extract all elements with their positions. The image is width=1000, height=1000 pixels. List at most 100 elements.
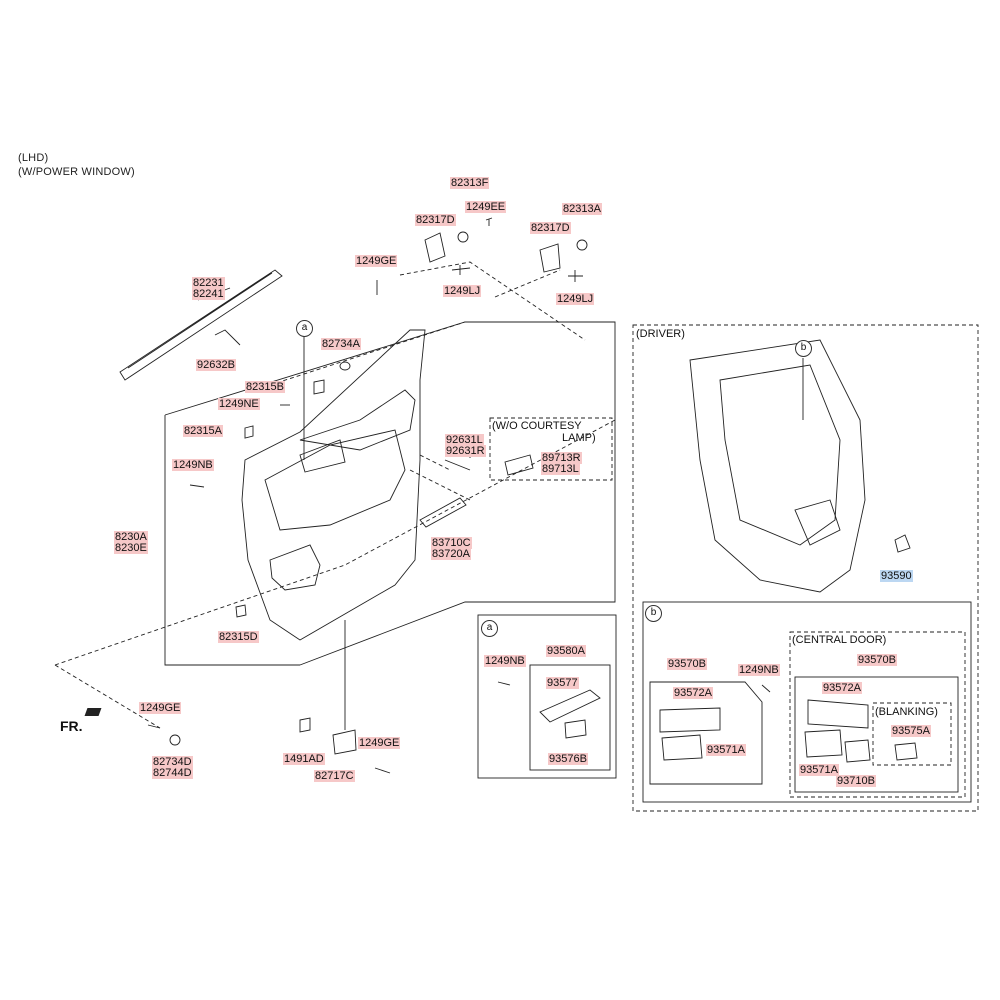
blanking-title: (BLANKING) — [875, 706, 938, 718]
part-label: 1249NB — [738, 664, 780, 676]
part-label: 82315A — [183, 425, 223, 437]
part-label: 1249GE — [355, 255, 398, 267]
part-label: 1249NB — [172, 459, 214, 471]
part-label: 93570B — [667, 658, 707, 670]
retainer-round-right — [576, 239, 588, 251]
callout-a: a — [296, 320, 313, 337]
header-lhd: (LHD) — [18, 152, 49, 164]
box-b-frame — [642, 601, 972, 803]
weather-clip — [214, 329, 241, 346]
switch-bezel-a — [539, 689, 601, 723]
screw-1249NB — [189, 484, 205, 488]
part-label: 82717C — [314, 770, 355, 782]
box-b-central — [789, 631, 966, 798]
screw-bolt-2 — [568, 270, 583, 282]
part-label: 93576B — [548, 753, 588, 765]
driver-pocket — [794, 499, 841, 546]
part-label: 89713R — [541, 452, 582, 464]
part-label: 1249EE — [465, 201, 507, 213]
part-label: 82241 — [192, 288, 225, 300]
central-door-title: (CENTRAL DOOR) — [792, 634, 887, 646]
part-label: 82744D — [152, 767, 193, 779]
part-label: 93577 — [546, 677, 579, 689]
part-label: 8230E — [114, 542, 148, 554]
part-label: 93580A — [546, 645, 586, 657]
main-assembly-frame — [164, 321, 616, 666]
driver-panel-shape — [689, 339, 866, 593]
clip-82734D — [169, 734, 181, 746]
part-label: 92631R — [445, 445, 486, 457]
switch-unit-b2 — [804, 729, 843, 758]
courtesy-lamp-box — [489, 417, 613, 481]
part-label: 82315B — [245, 381, 285, 393]
driver-panel-inner — [719, 364, 841, 546]
part-label: 82315D — [218, 631, 259, 643]
callout-b-box: b — [645, 605, 662, 622]
screw-bolt-1 — [451, 265, 471, 275]
bracket-left — [424, 232, 446, 263]
driver-box-title: (DRIVER) — [636, 328, 685, 340]
bracket-82717C — [332, 729, 357, 755]
part-label: 1491AD — [283, 753, 325, 765]
part-label: 1249NE — [218, 398, 260, 410]
part-label: 93572A — [822, 682, 862, 694]
front-dashed-guide — [54, 419, 616, 729]
part-label: 82231 — [192, 277, 225, 289]
box-b-left-frame — [649, 681, 763, 785]
front-arrow-icon — [84, 708, 102, 716]
part-label: 1249LJ — [443, 285, 482, 297]
screw-1249GE-low — [147, 724, 161, 729]
bracket-right — [539, 243, 561, 273]
switch-unit-b3 — [844, 739, 871, 763]
switch-unit-b1 — [661, 734, 703, 761]
driver-switch — [894, 534, 911, 553]
part-label: 1249NB — [484, 655, 526, 667]
part-label: 93570B — [857, 654, 897, 666]
callout-a-box: a — [481, 620, 498, 637]
front-direction-label: FR. — [60, 718, 83, 734]
driver-box — [632, 324, 979, 812]
trim-upper-shape — [299, 389, 416, 451]
part-label: 89713L — [541, 463, 580, 475]
part-label: 82313F — [450, 177, 490, 189]
upper-dashed-guide — [269, 261, 586, 386]
part-label: 82734A — [321, 338, 361, 350]
box-a-inner — [529, 664, 611, 771]
part-label: 82317D — [415, 214, 456, 226]
box-b-blanking — [872, 702, 952, 766]
part-label: 83720A — [431, 548, 471, 560]
clip-82734A — [339, 361, 351, 371]
side-bar-shape — [419, 497, 467, 528]
clip-1491AD — [299, 717, 311, 733]
door-trim-panel-shape — [241, 329, 426, 641]
trim-pocket-shape — [269, 544, 321, 591]
part-label: 93575A — [891, 725, 931, 737]
part-label: 1249GE — [139, 702, 182, 714]
part-label: 8230A — [114, 531, 148, 543]
part-label: 83710C — [431, 537, 472, 549]
box-a-frame — [477, 614, 617, 779]
clip-82315A — [244, 425, 254, 439]
trim-switch-bezel — [299, 439, 346, 473]
clip-82315B — [313, 379, 325, 395]
part-label: 82313A — [562, 203, 602, 215]
part-label: 93571A — [706, 744, 746, 756]
part-label: 1249LJ — [556, 293, 595, 305]
part-label: 93572A — [673, 687, 713, 699]
screw-top — [485, 217, 493, 226]
part-label: 93710B — [836, 775, 876, 787]
part-label: 92632B — [196, 359, 236, 371]
part-label-highlighted: 93590 — [880, 570, 913, 582]
callout-b: b — [795, 340, 812, 357]
box-b-inner-right — [794, 676, 959, 793]
part-label: 92631L — [445, 434, 484, 446]
clip-82315D — [235, 604, 247, 618]
trim-armrest-shape — [264, 429, 406, 531]
switch-unit-a — [564, 719, 587, 739]
courtesy-lamp-bezel — [504, 454, 534, 476]
part-label: 93571A — [799, 764, 839, 776]
part-label: 82317D — [530, 222, 571, 234]
mid-dashed-guide — [409, 454, 471, 501]
courtesy-box-title: (W/O COURTESY — [492, 420, 582, 432]
